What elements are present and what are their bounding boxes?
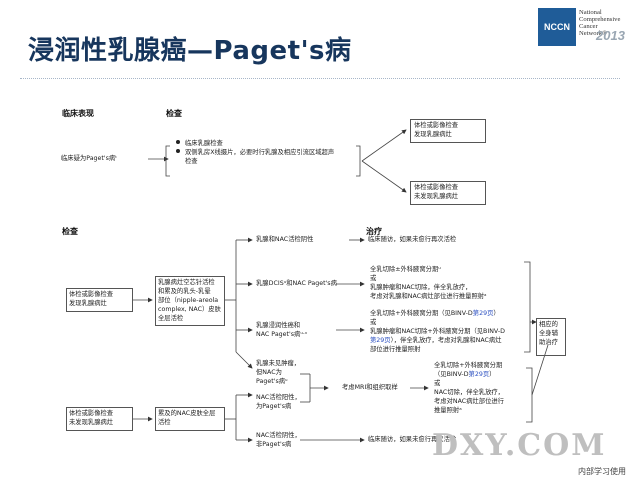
outcome-lesion-not-found-top: 体检或影像检查 未发现乳腺病灶 bbox=[410, 181, 486, 205]
guideline-year: 2013 bbox=[596, 28, 625, 43]
header-clinical-presentation: 临床表现 bbox=[62, 109, 94, 118]
title-divider bbox=[20, 78, 620, 79]
bullet-icon bbox=[176, 140, 180, 144]
workup-item: 双侧乳房X线摄片，必要时行乳腺及相应引流区域超声 bbox=[176, 149, 334, 158]
link-binv-d-p29[interactable]: 第29页 bbox=[370, 337, 391, 344]
entry-lesion-found: 体检或影像检查 发现乳腺病灶 bbox=[66, 288, 133, 312]
link-binv-d-p29[interactable]: 第29页 bbox=[472, 310, 494, 317]
treatment-follow-up-nac-neg: 临床随访，如果未愈行再次活检 bbox=[368, 436, 457, 443]
bullet-icon bbox=[176, 149, 180, 153]
treatment-follow-up: 临床随访，如果未愈行再次活检 bbox=[368, 236, 457, 243]
slide-title: 浸润性乳腺癌—Paget's病 bbox=[28, 36, 352, 66]
watermark-dxy: DXY.COM bbox=[432, 428, 607, 463]
result-dcis-paget: 乳腺DCISᵘ和NAC Paget's病 bbox=[256, 280, 337, 287]
header-workup-top: 检查 bbox=[166, 109, 182, 118]
entry-lesion-not-found: 体检或影像检查 未发现乳腺病灶 bbox=[66, 407, 133, 431]
step-mri-sampling: 考虑MRI和组织取样 bbox=[342, 384, 398, 391]
link-binv-d-p29[interactable]: 第29页 bbox=[468, 371, 490, 378]
presentation-suspected-paget: 临床疑为Paget's病ᵗ bbox=[61, 155, 118, 162]
header-workup-bottom: 检查 bbox=[62, 227, 78, 236]
outcome-lesion-found-top: 体检或影像检查 发现乳腺病灶 bbox=[410, 119, 486, 143]
nccn-logo: NCCN National Comprehensive Cancer Netwo… bbox=[538, 8, 636, 46]
workup-item-cont: 检查 bbox=[185, 158, 198, 165]
header-treatment: 治疗 bbox=[366, 227, 382, 236]
nccn-logo-mark: NCCN bbox=[538, 8, 576, 46]
nccn-logo-text: National Comprehensive Cancer Network® bbox=[579, 9, 621, 37]
adjuvant-systemic-therapy: 相应的 全身辅 助治疗 bbox=[536, 318, 566, 356]
workup-item: 临床乳腺检查 bbox=[176, 140, 223, 149]
biopsy-core-and-nac: 乳腺病灶空芯针活检 和累及的乳头-乳晕 部位（nipple-areola com… bbox=[155, 276, 225, 326]
biopsy-nac-only: 累及的NAC皮肤全层 活检 bbox=[155, 407, 225, 431]
watermark-note: 内部学习使用 bbox=[578, 467, 626, 476]
result-negative: 乳腺和NAC活检阴性 bbox=[256, 236, 314, 243]
